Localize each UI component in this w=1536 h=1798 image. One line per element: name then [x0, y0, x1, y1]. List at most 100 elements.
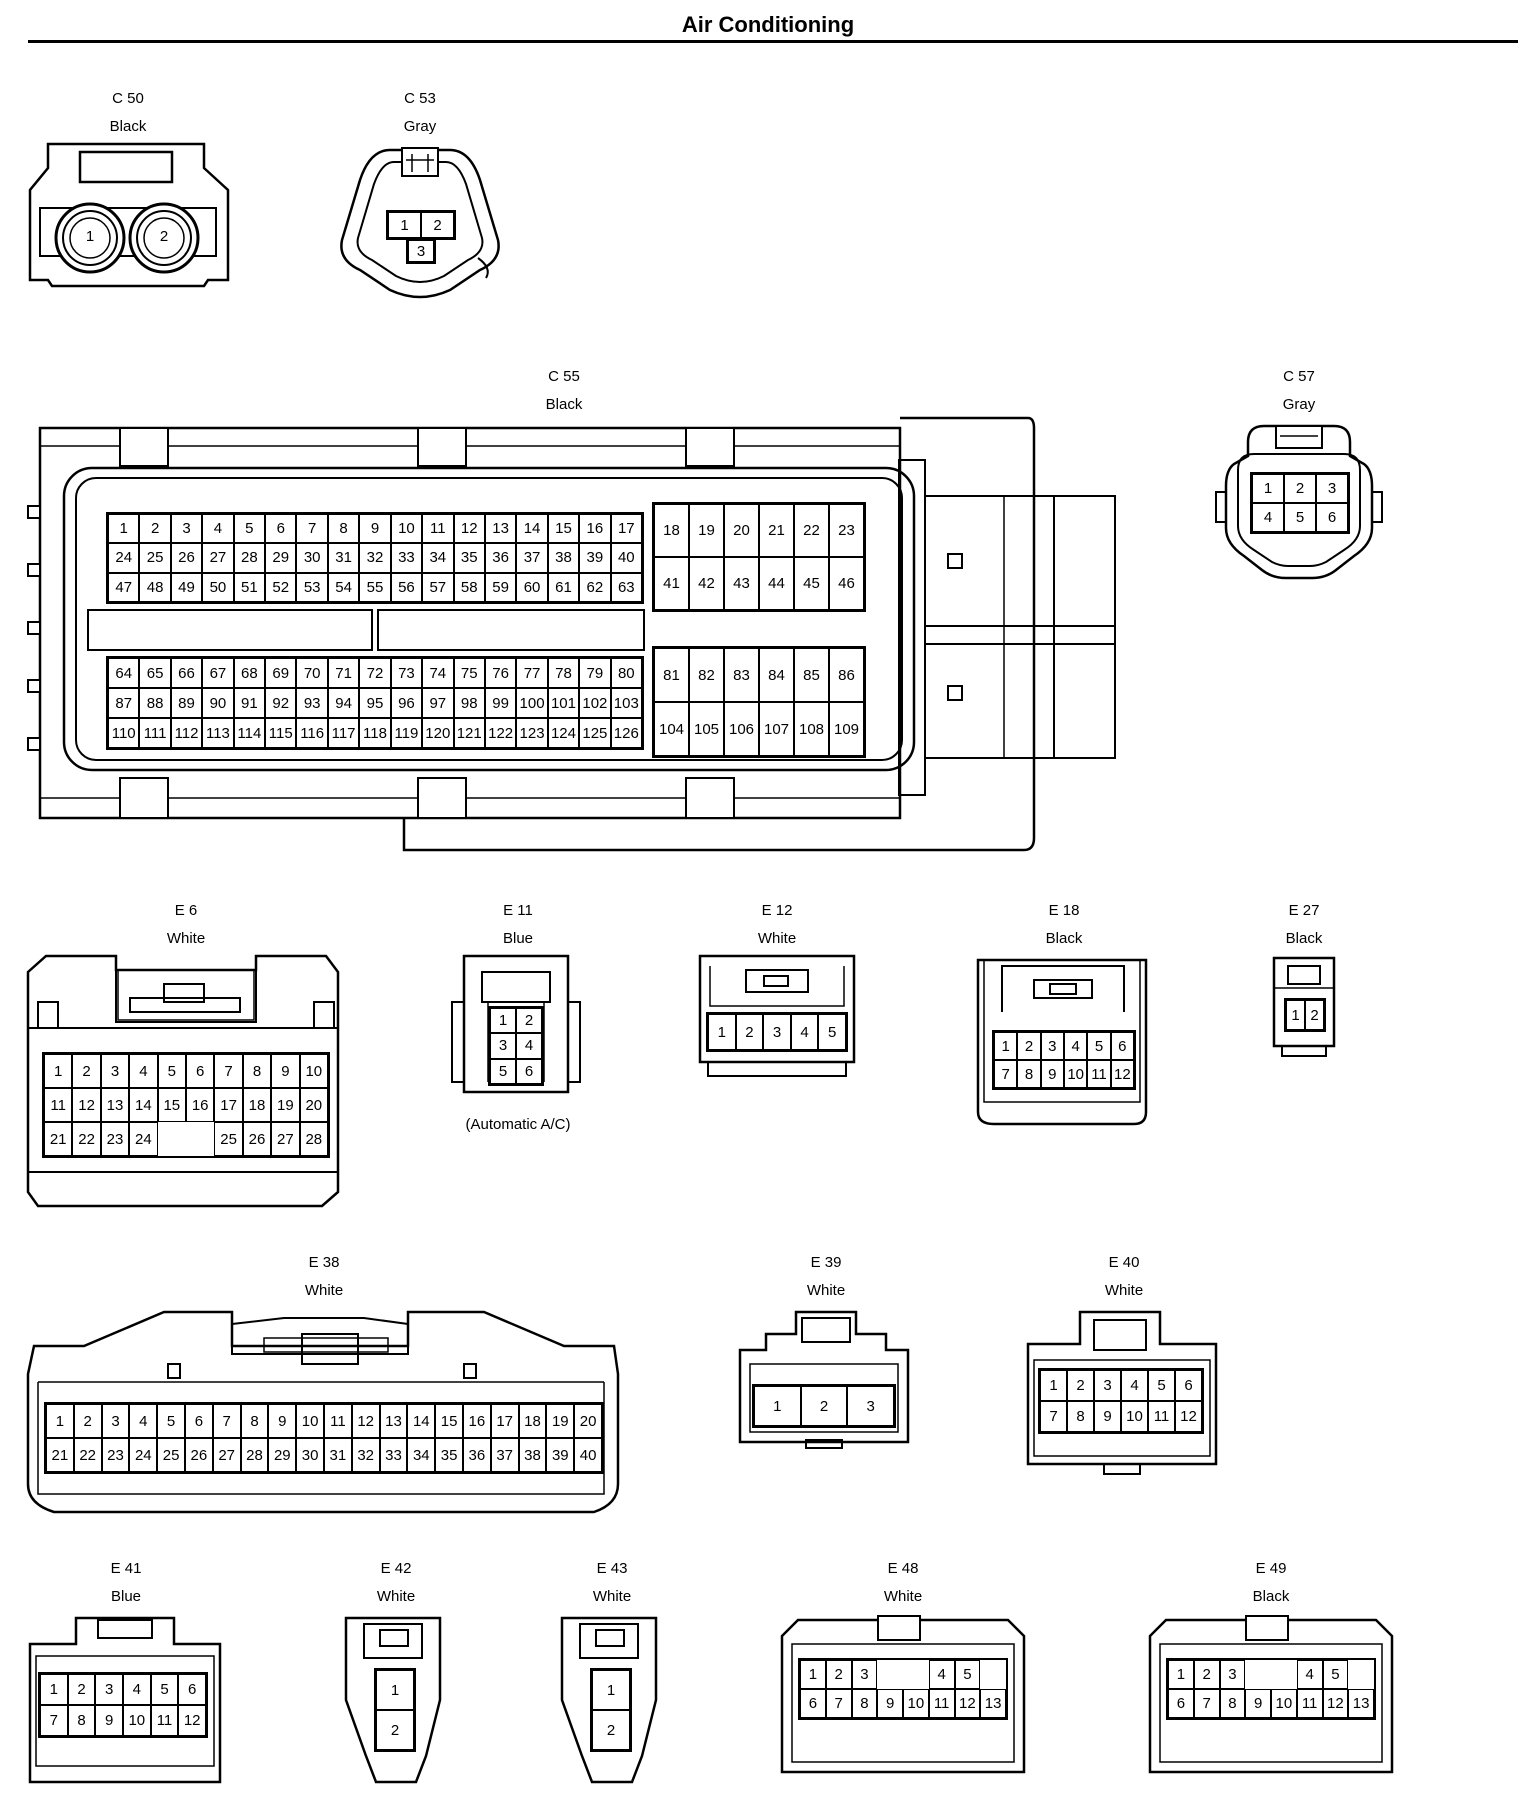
empty-cavity: [1348, 1660, 1374, 1689]
connector-code: E 42: [380, 1560, 412, 1577]
pin: 12: [351, 1404, 380, 1438]
connector-color: White: [304, 1282, 344, 1299]
pin: 40: [574, 1438, 602, 1472]
pin: 113: [202, 718, 234, 748]
pin: 5: [150, 1674, 179, 1705]
pin: 8: [1067, 1401, 1094, 1432]
pin: 48: [139, 572, 171, 602]
pin: 9: [1040, 1060, 1064, 1088]
pin: 96: [390, 688, 423, 718]
connector-color: Blue: [110, 1588, 142, 1605]
pin: 7: [214, 1054, 243, 1088]
pin: 9: [1245, 1689, 1271, 1718]
pin: 6: [1316, 503, 1348, 532]
pin: 5: [1322, 1660, 1349, 1689]
pin: 2: [67, 1674, 96, 1705]
pin: 11: [323, 1404, 352, 1438]
pin: 3: [847, 1386, 894, 1426]
pin: 41: [654, 557, 689, 610]
pin: 73: [390, 658, 423, 688]
connector-color: Black: [545, 396, 583, 413]
connector-housing: [976, 958, 1148, 1126]
pin: 17: [214, 1088, 243, 1122]
pin: 5: [1284, 503, 1316, 532]
pin: 11: [1296, 1689, 1323, 1718]
pin: 5: [490, 1058, 516, 1084]
pin: 8: [851, 1689, 878, 1718]
pin: 4: [1296, 1660, 1323, 1689]
pin: 70: [296, 658, 328, 688]
pin: 119: [390, 718, 423, 748]
pin: 104: [654, 702, 689, 756]
pin: 2: [800, 1386, 848, 1426]
pin: 16: [579, 514, 611, 544]
pin: 27: [271, 1122, 300, 1156]
pin: 87: [108, 688, 140, 718]
pin: 3: [490, 1033, 516, 1059]
pin: 28: [299, 1122, 328, 1156]
pin: 35: [435, 1438, 463, 1472]
pin: 57: [422, 572, 454, 602]
pin: 125: [579, 718, 611, 748]
pin: 1: [1168, 1660, 1194, 1689]
connector-housing: [1272, 956, 1336, 1057]
connector-code: E 39: [810, 1254, 842, 1271]
pin: 81: [654, 648, 689, 702]
pin: 14: [129, 1088, 158, 1122]
pin: 1: [754, 1386, 801, 1426]
pin: 7: [212, 1404, 241, 1438]
pin: 64: [108, 658, 140, 688]
pin: 51: [233, 572, 266, 602]
pin: 2: [592, 1710, 630, 1750]
pin: 55: [359, 572, 391, 602]
pin: 5: [157, 1404, 185, 1438]
pin: 3: [1094, 1370, 1121, 1401]
pin: 102: [579, 688, 611, 718]
pin: 3: [1219, 1660, 1246, 1689]
connector-housing: [780, 1615, 1026, 1774]
connector-housing: [560, 1616, 658, 1784]
pin: 10: [299, 1054, 328, 1088]
pin: 18: [518, 1404, 547, 1438]
pin: 17: [610, 514, 642, 544]
pin: 4: [129, 1054, 158, 1088]
pin: 1: [1286, 1000, 1305, 1030]
pin: 118: [359, 718, 391, 748]
pin: 36: [462, 1438, 491, 1472]
pin: 9: [359, 514, 391, 544]
connector-housing: [738, 1310, 910, 1449]
pin: 86: [829, 648, 864, 702]
pin: 8: [1219, 1689, 1246, 1718]
pin: 4: [202, 514, 234, 544]
pin: 110: [108, 718, 140, 748]
pin: 3: [100, 1054, 130, 1088]
pin: 11: [44, 1088, 73, 1122]
connector-code: E 11: [503, 902, 533, 919]
empty-cavity: [157, 1122, 186, 1156]
pin: 6: [516, 1058, 542, 1084]
pin: 10: [1271, 1689, 1297, 1718]
pin: 20: [724, 504, 759, 557]
empty-cavity: [877, 1660, 903, 1689]
pin: 22: [794, 504, 829, 557]
pin: 25: [214, 1122, 243, 1156]
title-rule: [28, 40, 1518, 43]
connector-code: E 41: [110, 1560, 142, 1577]
pin: 8: [327, 514, 360, 544]
pin: 17: [490, 1404, 519, 1438]
pin: 6: [1175, 1370, 1202, 1401]
connector-code: E 27: [1288, 902, 1320, 919]
pin: 7: [1193, 1689, 1220, 1718]
pin: 47: [108, 572, 140, 602]
pin: 6: [1168, 1689, 1194, 1718]
pin: 109: [829, 702, 864, 756]
pin: 36: [484, 543, 517, 573]
